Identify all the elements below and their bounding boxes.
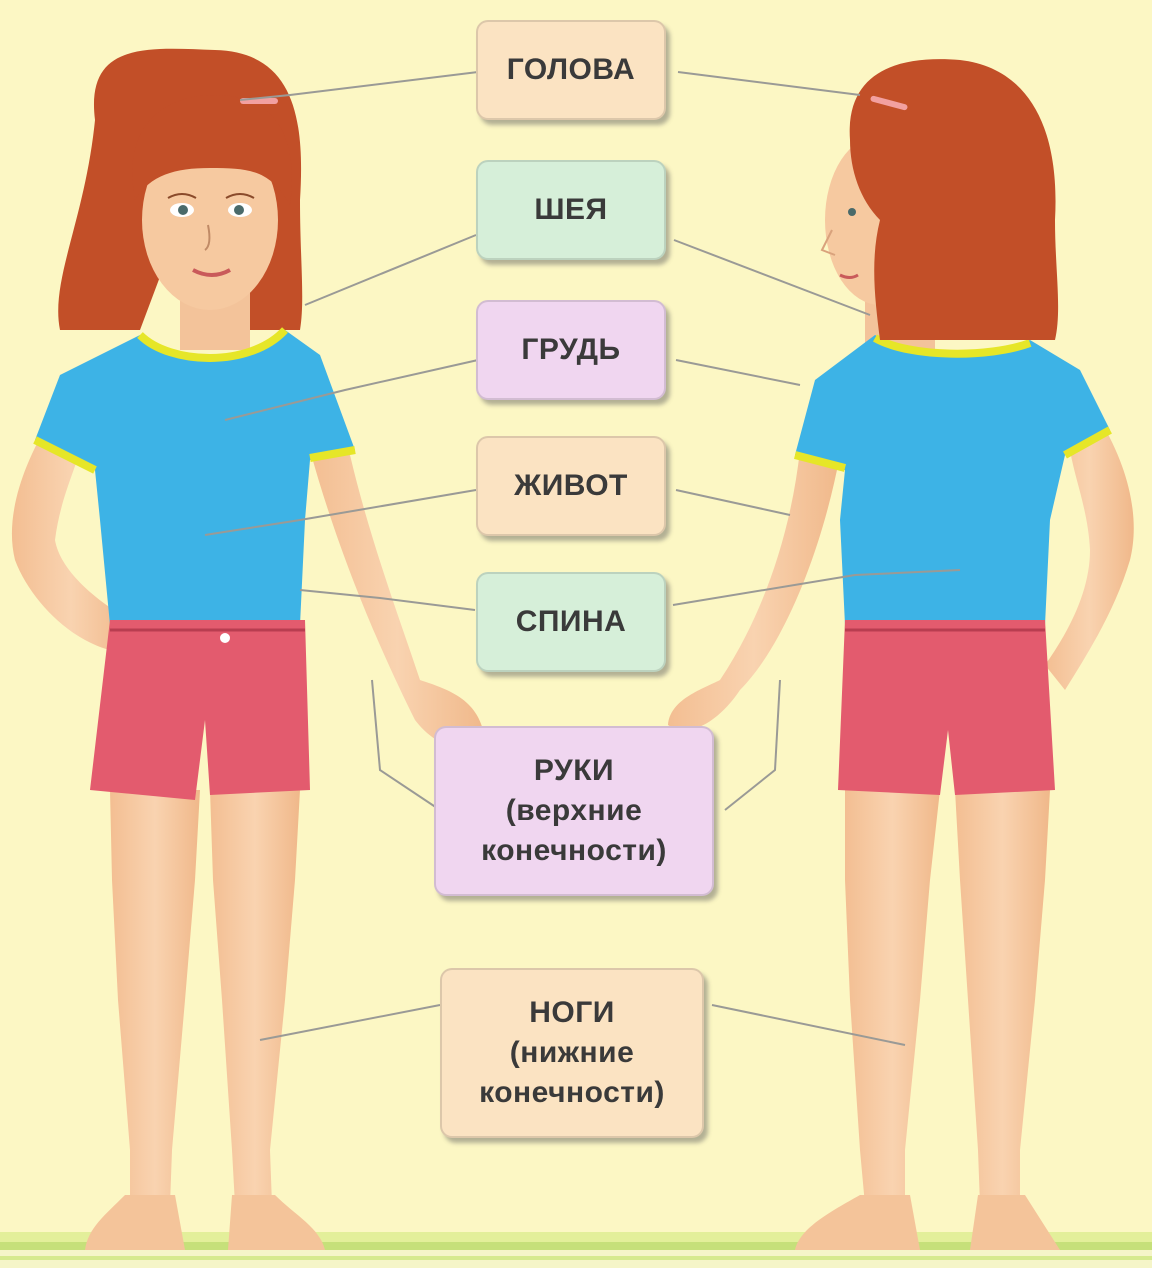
- label-legs: НОГИ (нижние конечности): [440, 968, 704, 1138]
- label-head: ГОЛОВА: [476, 20, 666, 120]
- label-back: СПИНА: [476, 572, 666, 672]
- label-legs-line-3: конечности): [479, 1073, 665, 1113]
- label-neck: ШЕЯ: [476, 160, 666, 260]
- label-neck-text: ШЕЯ: [534, 190, 607, 230]
- label-arms: РУКИ (верхние конечности): [434, 726, 714, 896]
- label-legs-title: НОГИ: [529, 993, 615, 1033]
- label-legs-line-2: (нижние: [510, 1033, 635, 1073]
- label-arms-title: РУКИ: [534, 751, 614, 791]
- label-back-text: СПИНА: [516, 602, 627, 642]
- label-chest-text: ГРУДЬ: [521, 330, 620, 370]
- label-head-text: ГОЛОВА: [507, 50, 635, 90]
- label-arms-line-2: (верхние: [506, 791, 643, 831]
- label-arms-line-3: конечности): [481, 831, 667, 871]
- label-belly-text: ЖИВОТ: [514, 466, 628, 506]
- label-chest: ГРУДЬ: [476, 300, 666, 400]
- label-belly: ЖИВОТ: [476, 436, 666, 536]
